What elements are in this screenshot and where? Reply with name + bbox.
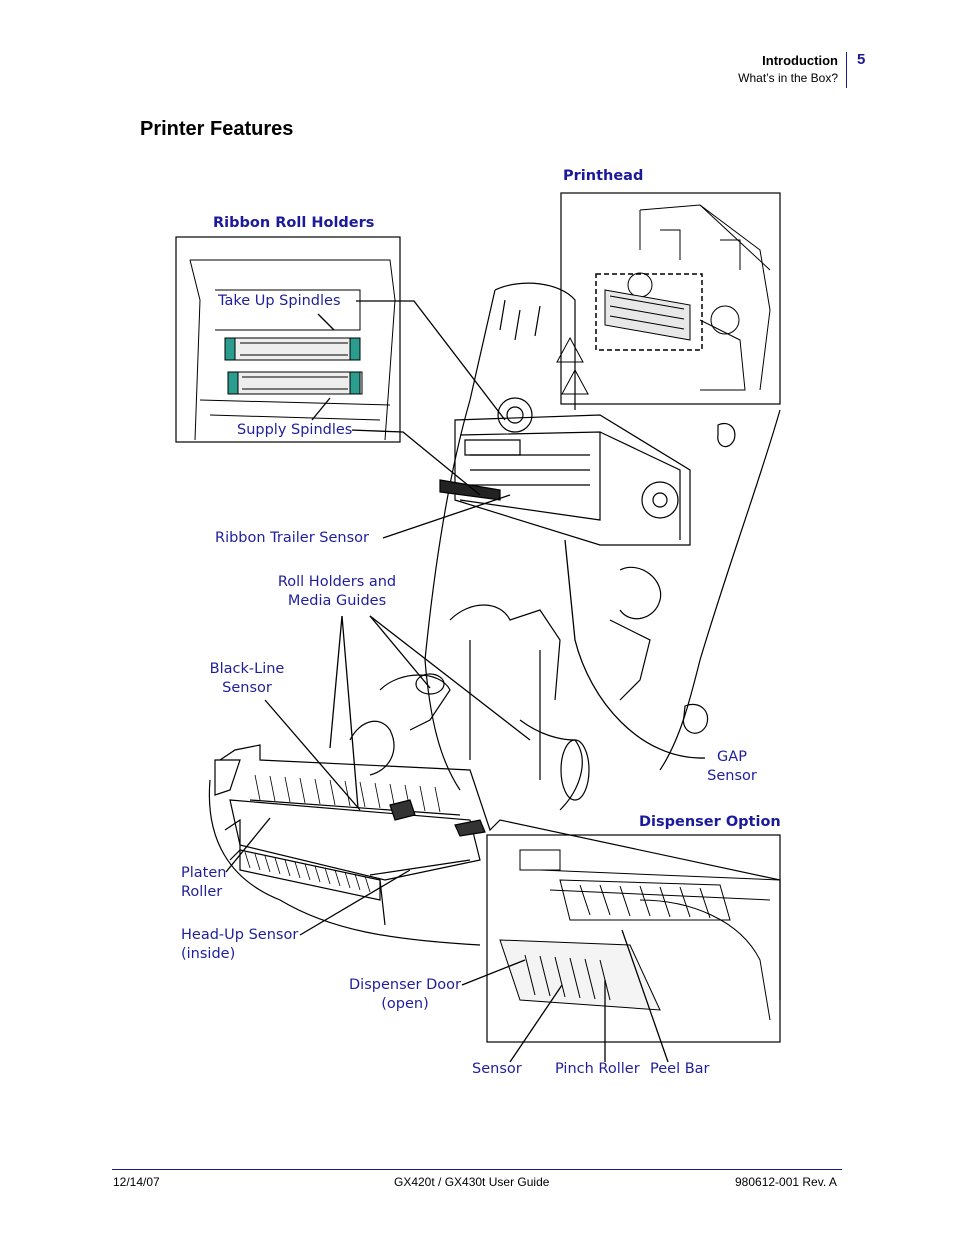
ribbon-roll-holders-inset-drawing	[189, 259, 396, 441]
printer-base	[208, 744, 781, 1000]
head-up-sensor-callout-line2: (inside)	[181, 946, 236, 962]
dispenser-door-callout-line1: Dispenser Door	[349, 977, 461, 993]
supply-spindles-callout: Supply Spindles	[237, 421, 353, 440]
footer-divider	[112, 1169, 842, 1170]
ribbon-roll-holders-inset-frame	[175, 236, 401, 443]
dispenser-door-callout-line2: (open)	[381, 996, 429, 1012]
black-line-sensor-callout-line1: Black-Line	[209, 661, 285, 677]
printhead-assembly	[454, 397, 691, 701]
header-section: Introduction	[762, 53, 838, 68]
take-up-spindles-leader	[356, 300, 506, 421]
page-number: 5	[857, 51, 866, 68]
ribbon-trailer-sensor-callout: Ribbon Trailer Sensor	[215, 530, 370, 546]
take-up-spindles-callout: Take Up Spindles	[218, 292, 341, 311]
footer-revision: 980612-001 Rev. A	[735, 1175, 837, 1189]
platen-roller-callout-line1: Platen	[181, 865, 227, 881]
take-up-spindles-leader-inset	[317, 313, 335, 331]
black-line-sensor-callout-line2: Sensor	[222, 680, 272, 696]
printhead-inset-drawing	[556, 204, 771, 395]
sensor-leader	[509, 984, 563, 1063]
black-line-sensor-leader	[264, 699, 361, 811]
peel-bar-leader	[621, 929, 669, 1063]
roll-holders-callout-line1: Roll Holders and	[277, 574, 397, 590]
supply-spindles-leader	[349, 429, 481, 496]
gap-sensor-callout-line2: Sensor	[707, 768, 757, 784]
printer-lid-outline	[424, 282, 781, 791]
dispenser-option-inset-drawing	[499, 849, 781, 1021]
roll-holders-leader-2	[341, 615, 359, 809]
printhead-inset-label: Printhead	[563, 168, 644, 184]
sensor-callout: Sensor	[472, 1061, 522, 1077]
roll-holders-leader-4	[369, 615, 531, 741]
platen-roller-ribs	[244, 774, 441, 893]
media-compartment	[349, 604, 590, 811]
ribbon-roll-holders-inset-label: Ribbon Roll Holders	[213, 215, 375, 231]
roll-holders-callout-line2: Media Guides	[287, 593, 387, 609]
footer-guide-title: GX420t / GX430t User Guide	[394, 1175, 550, 1189]
head-up-sensor-callout-line1: Head-Up Sensor	[181, 927, 299, 943]
printhead-inset-frame	[560, 192, 781, 405]
ribbon-trailer-sensor-leader	[382, 494, 511, 539]
header-subsection: What’s in the Box?	[738, 71, 838, 85]
gap-sensor-leader	[564, 539, 706, 759]
platen-roller-leader	[225, 817, 271, 873]
roll-holders-leader-3	[369, 615, 431, 689]
roll-holders-leader-1	[329, 615, 343, 749]
footer-date: 12/14/07	[113, 1175, 160, 1189]
peel-bar-callout: Peel Bar	[650, 1061, 710, 1077]
gap-sensor-callout-line1: GAP	[717, 749, 747, 765]
dispenser-option-inset-label: Dispenser Option	[639, 814, 781, 830]
supply-spindles-leader-inset	[311, 397, 331, 421]
pinch-roller-callout: Pinch Roller	[555, 1061, 640, 1077]
head-up-sensor-leader	[299, 869, 411, 936]
header-divider	[846, 52, 847, 88]
dispenser-door-leader	[461, 959, 526, 986]
platen-roller-callout-line2: Roller	[181, 884, 223, 900]
roller-details	[389, 479, 501, 837]
dispenser-option-inset-frame	[486, 834, 781, 1043]
page-title: Printer Features	[140, 118, 294, 140]
